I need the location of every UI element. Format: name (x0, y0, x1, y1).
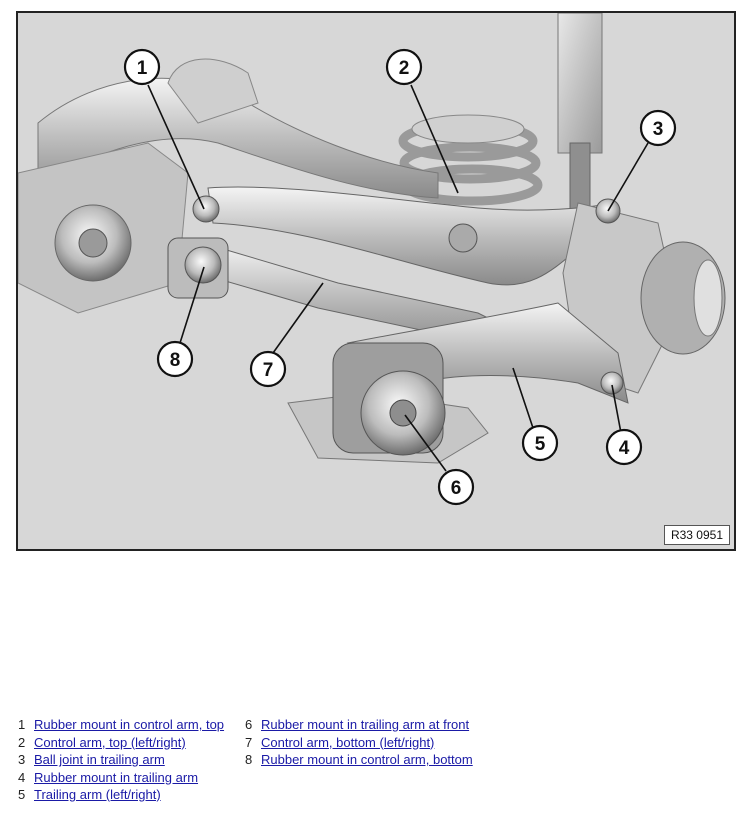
shock-absorber (557, 13, 603, 214)
legend-item: 6 Rubber mount in trailing arm at front (245, 716, 473, 734)
suspension-diagram: 1 2 3 4 5 6 7 8 R33 0951 (16, 11, 736, 551)
callout-3: 3 (639, 109, 677, 147)
rubber-mount-1 (192, 195, 220, 223)
svg-text:4: 4 (619, 438, 630, 459)
legend-number: 4 (18, 769, 26, 785)
legend-item: 7 Control arm, bottom (left/right) (245, 734, 473, 752)
legend-item: 4 Rubber mount in trailing arm (18, 769, 224, 787)
legend-item: 8 Rubber mount in control arm, bottom (245, 751, 473, 769)
svg-text:5: 5 (535, 434, 546, 455)
callout-7: 7 (249, 350, 287, 388)
legend-item: 5 Trailing arm (left/right) (18, 786, 224, 804)
callout-6: 6 (437, 468, 475, 506)
callout-1: 1 (123, 48, 161, 86)
legend-item: 1 Rubber mount in control arm, top (18, 716, 224, 734)
suspension-illustration: 1 2 3 4 5 6 7 8 (18, 13, 726, 506)
legend-link-rubber-mount-trailing-arm-front[interactable]: Rubber mount in trailing arm at front (261, 717, 470, 732)
legend-number: 1 (18, 717, 26, 732)
legend-column-2: 6 Rubber mount in trailing arm at front 7… (245, 716, 473, 769)
rubber-mount-4 (600, 371, 624, 395)
legend-number: 5 (18, 787, 26, 802)
rubber-mount-8 (167, 237, 229, 299)
legend-link-control-arm-bottom[interactable]: Control arm, bottom (left/right) (261, 734, 435, 750)
subframe (18, 58, 439, 314)
legend-number: 8 (245, 752, 253, 767)
legend-number: 2 (18, 734, 26, 750)
legend-link-trailing-arm[interactable]: Trailing arm (left/right) (34, 787, 161, 802)
callout-2: 2 (385, 48, 423, 86)
legend-item: 3 Ball joint in trailing arm (18, 751, 224, 769)
figure-reference-code: R33 0951 (663, 525, 730, 545)
legend-number: 7 (245, 734, 253, 750)
legend-column-1: 1 Rubber mount in control arm, top 2 Contr… (18, 716, 224, 804)
svg-text:7: 7 (263, 360, 274, 381)
legend-number: 3 (18, 752, 26, 767)
callout-4: 4 (605, 428, 643, 466)
legend-number: 6 (245, 717, 253, 732)
svg-text:8: 8 (170, 350, 181, 371)
callout-5: 5 (521, 424, 559, 462)
legend-link-rubber-mount-control-arm-bottom[interactable]: Rubber mount in control arm, bottom (261, 752, 473, 767)
legend-link-ball-joint[interactable]: Ball joint in trailing arm (34, 752, 165, 767)
svg-text:1: 1 (137, 58, 148, 79)
callout-8: 8 (156, 340, 194, 378)
svg-text:2: 2 (399, 58, 410, 79)
legend-item: 2 Control arm, top (left/right) (18, 734, 224, 752)
legend-link-rubber-mount-control-arm-top[interactable]: Rubber mount in control arm, top (34, 717, 225, 732)
svg-text:3: 3 (653, 119, 664, 140)
legend-link-control-arm-top[interactable]: Control arm, top (left/right) (34, 734, 186, 750)
legend-link-rubber-mount-trailing-arm[interactable]: Rubber mount in trailing arm (34, 769, 199, 785)
callout-leaders (147, 84, 649, 472)
svg-text:6: 6 (451, 478, 462, 499)
